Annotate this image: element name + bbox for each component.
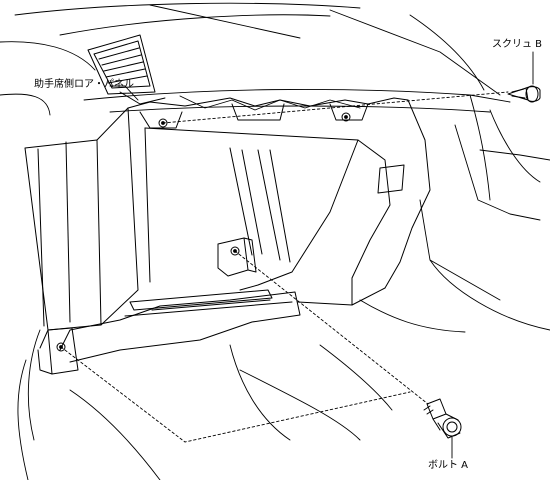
dashed-line-bolt-center — [234, 250, 429, 405]
dashed-line-screw — [162, 91, 509, 124]
air-vent — [87, 34, 156, 95]
bolt-hole-center — [230, 246, 240, 256]
panel-leader-line — [109, 85, 139, 101]
dashed-line-bolt-left — [60, 346, 411, 443]
leader-lines — [109, 51, 534, 459]
screw-b-label: スクリュ B — [492, 39, 543, 50]
bolt-a-label: ボルト A — [428, 460, 469, 471]
screw-b-part — [507, 85, 541, 103]
bolt-a-part — [423, 398, 462, 439]
panel-label: 助手席側ロア・パネル — [34, 79, 134, 90]
bolt-hole-lower-left — [56, 342, 66, 352]
lower-panel — [24, 97, 431, 375]
clip-hole-left — [158, 118, 168, 128]
assembly-lines — [60, 91, 509, 443]
clip-hole-right — [341, 112, 351, 122]
